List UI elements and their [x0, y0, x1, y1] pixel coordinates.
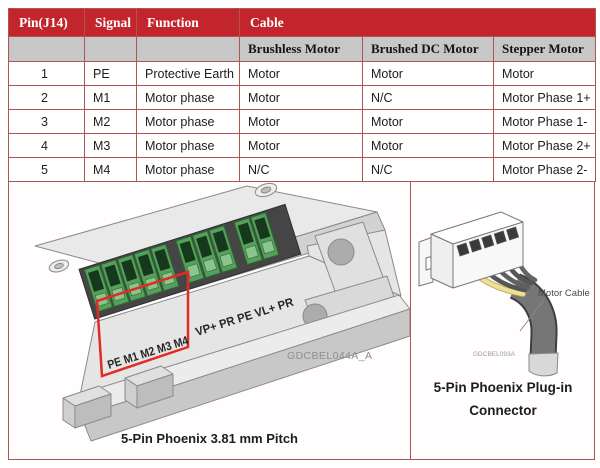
left-figure-caption: 5-Pin Phoenix 3.81 mm Pitch [121, 431, 298, 446]
pin-assignment-table: Pin(J14) Signal Function Cable Brushless… [8, 8, 596, 182]
cell-brushless: Motor [239, 61, 363, 86]
empty-header-cell [84, 36, 137, 62]
cell-stepper: Motor Phase 2- [493, 157, 596, 182]
column-header-pin: Pin(J14) [8, 8, 85, 37]
table-row: 5 M4 Motor phase N/C N/C Motor Phase 2- [8, 157, 596, 182]
plug-connector-figure: Motor Cable GDCBEL093A 5-Pin Phoenix Plu… [411, 182, 595, 459]
cell-pin: 3 [8, 109, 85, 134]
cable-leader-line [519, 299, 545, 332]
column-header-brushless-motor: Brushless Motor [239, 36, 363, 62]
motor-pins-highlight-box [95, 270, 190, 378]
cell-stepper: Motor [493, 61, 596, 86]
cell-brushed: Motor [362, 61, 494, 86]
column-header-cable: Cable [239, 8, 596, 37]
cell-function: Motor phase [136, 85, 240, 110]
cell-brushless: N/C [239, 157, 363, 182]
cell-stepper: Motor Phase 1+ [493, 85, 596, 110]
cell-pin: 5 [8, 157, 85, 182]
table-row: 3 M2 Motor phase Motor Motor Motor Phase… [8, 109, 596, 134]
cell-function: Motor phase [136, 109, 240, 134]
cell-function: Motor phase [136, 133, 240, 158]
connector-body [418, 211, 524, 289]
drawing-code-label: GDCBEL044A_A [287, 350, 372, 362]
column-header-stepper-motor: Stepper Motor [493, 36, 596, 62]
table-row: 1 PE Protective Earth Motor Motor Motor [8, 61, 596, 86]
cell-brushless: Motor [239, 133, 363, 158]
empty-header-cell [8, 36, 85, 62]
cell-function: Motor phase [136, 157, 240, 182]
cell-signal: M4 [84, 157, 137, 182]
right-figure-caption: 5-Pin Phoenix Plug-in Connector [411, 376, 595, 422]
drive-connector-figure: PE M1 M2 M3 M4 VP+ PR PE VL+ PR GDCBEL04… [9, 182, 411, 459]
cell-stepper: Motor Phase 1- [493, 109, 596, 134]
connector-ports [456, 226, 520, 257]
cell-stepper: Motor Phase 2+ [493, 133, 596, 158]
drawing-code-label: GDCBEL093A [473, 351, 516, 358]
cell-brushed: Motor [362, 133, 494, 158]
cell-pin: 2 [8, 85, 85, 110]
plug-connector-drawing: Motor Cable GDCBEL093A [418, 211, 590, 377]
right-caption-line1: 5-Pin Phoenix Plug-in [433, 380, 573, 395]
figure-area: PE M1 M2 M3 M4 VP+ PR PE VL+ PR GDCBEL04… [8, 181, 595, 460]
column-header-signal: Signal [84, 8, 137, 37]
cell-function: Protective Earth [136, 61, 240, 86]
drive-connector-drawing: PE M1 M2 M3 M4 VP+ PR PE VL+ PR GDCBEL04… [34, 182, 410, 442]
cable-label: Motor Cable [538, 288, 590, 299]
cell-brushed: N/C [362, 157, 494, 182]
table-row: 4 M3 Motor phase Motor Motor Motor Phase… [8, 133, 596, 158]
cell-brushless: Motor [239, 109, 363, 134]
table-row: 2 M1 Motor phase Motor N/C Motor Phase 1… [8, 85, 596, 110]
column-header-function: Function [136, 8, 240, 37]
table-subheader-row: Brushless Motor Brushed DC Motor Stepper… [8, 36, 596, 62]
cable-end [528, 352, 559, 377]
cell-signal: M1 [84, 85, 137, 110]
cell-brushed: N/C [362, 85, 494, 110]
cell-signal: PE [84, 61, 137, 86]
cell-signal: M2 [84, 109, 137, 134]
cell-signal: M3 [84, 133, 137, 158]
cell-brushed: Motor [362, 109, 494, 134]
column-header-brushed-dc-motor: Brushed DC Motor [362, 36, 494, 62]
table-header-row: Pin(J14) Signal Function Cable [8, 8, 596, 37]
cell-pin: 4 [8, 133, 85, 158]
empty-header-cell [136, 36, 240, 62]
right-caption-line2: Connector [469, 403, 537, 418]
cell-brushless: Motor [239, 85, 363, 110]
cell-pin: 1 [8, 61, 85, 86]
